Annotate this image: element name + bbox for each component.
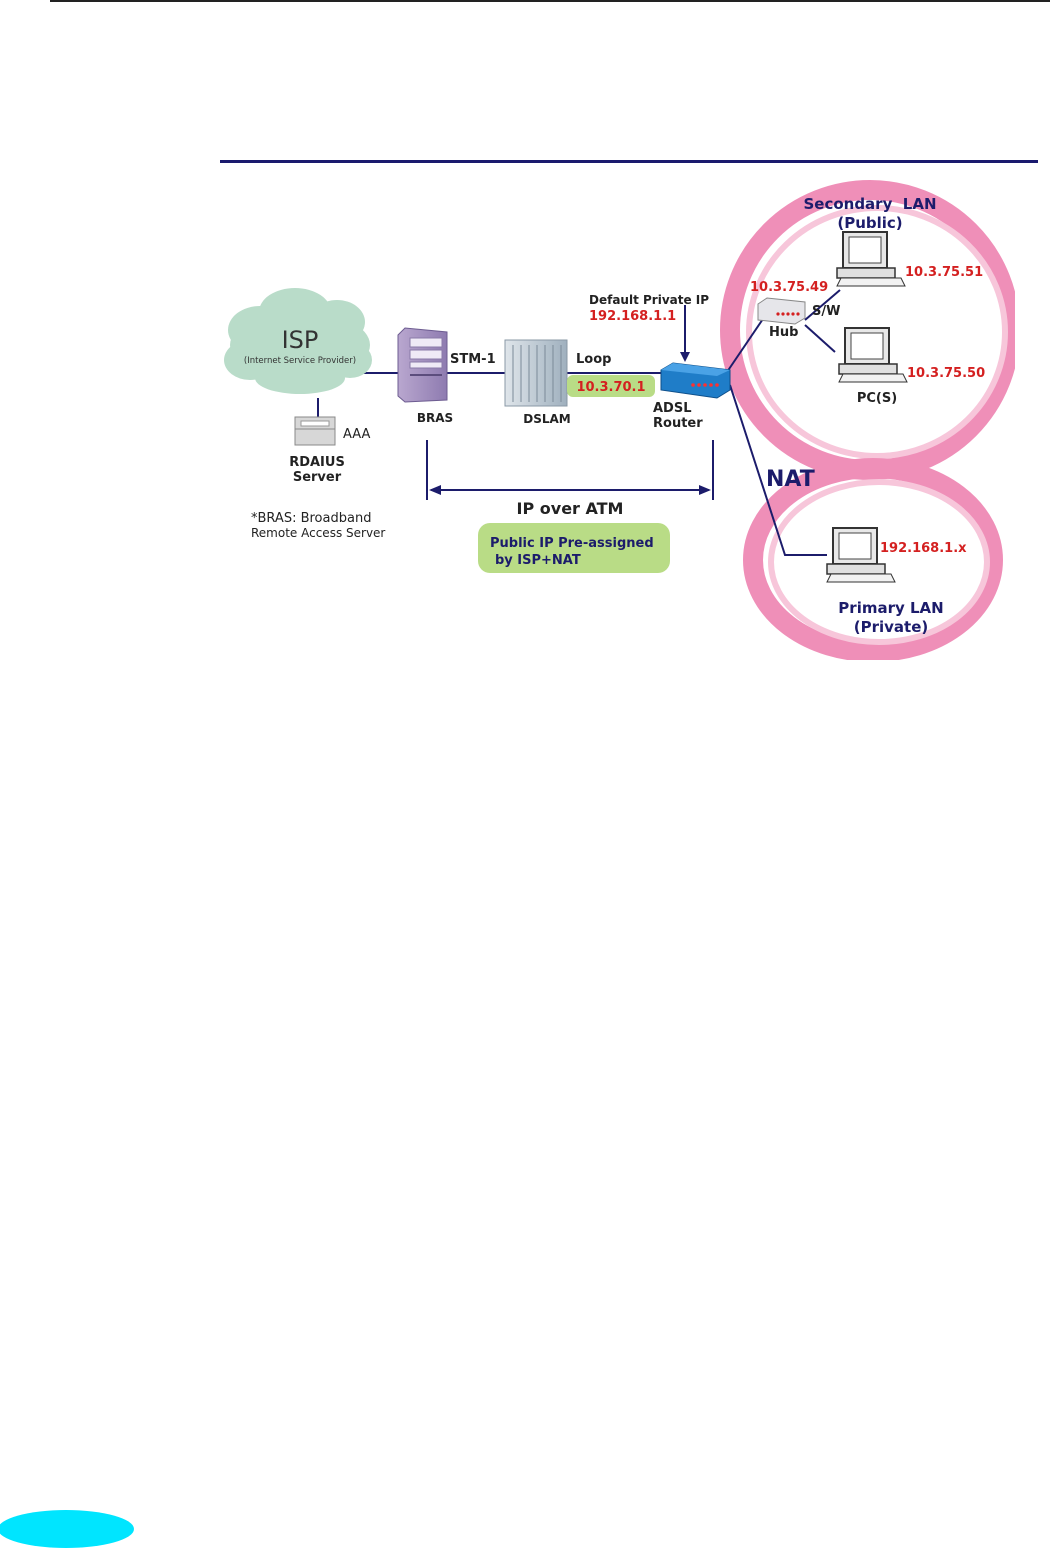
dslam-icon: [504, 339, 568, 407]
bras-label: BRAS: [417, 411, 453, 425]
pc-top-icon: [836, 231, 906, 287]
default-ip-label: Default Private IP: [589, 293, 709, 307]
pcs-label: PC(S): [857, 391, 897, 406]
nat-label: NAT: [766, 467, 815, 492]
isp-title: ISP: [282, 326, 319, 354]
radius-label-line1: RDAIUS: [289, 455, 345, 470]
default-ip-value: 192.168.1.1: [589, 309, 676, 324]
pc-private-icon: [826, 527, 896, 583]
bras-note-line2: Remote Access Server: [251, 526, 385, 540]
router-label-line2: Router: [653, 416, 703, 431]
secondary-lan-title: Secondary LAN: [803, 195, 936, 213]
arrow-left-icon: [429, 485, 441, 495]
secondary-lan-subtitle: (Public): [837, 214, 902, 232]
connection-lines: [317, 289, 841, 556]
radius-server-icon: [294, 416, 336, 446]
public-ip-box: [478, 523, 670, 573]
sw-ip: 10.3.75.49: [750, 280, 828, 295]
primary-lan-zone: [743, 458, 1003, 660]
router-label-line1: ADSL: [653, 401, 692, 416]
public-ip-line2: by ISP+NAT: [495, 553, 581, 568]
header-rule: [50, 0, 1050, 2]
page-number-badge: [0, 1510, 134, 1548]
loop-label: Loop: [576, 352, 611, 367]
adsl-router-icon: [660, 362, 731, 399]
primary-lan-title: Primary LAN: [838, 599, 943, 617]
public-ip-line1: Public IP Pre-assigned: [490, 536, 654, 551]
isp-subtitle: (Internet Service Provider): [244, 356, 356, 366]
network-diagram: ISP (Internet Service Provider) AAA RDAI…: [224, 180, 1015, 660]
stm-label: STM-1: [450, 352, 496, 367]
pc-bottom-ip: 10.3.75.50: [907, 366, 985, 381]
loop-ip-box: [567, 375, 655, 397]
ip-over-atm-span: [426, 440, 714, 500]
sw-label: S/W: [812, 304, 840, 319]
primary-lan-subtitle: (Private): [854, 618, 929, 636]
bras-server-icon: [397, 327, 448, 403]
section-divider: [220, 160, 1038, 163]
ip-over-atm-label: IP over ATM: [517, 499, 624, 518]
hub-icon: [757, 297, 806, 325]
dslam-label: DSLAM: [523, 412, 570, 426]
pc-bottom-icon: [838, 327, 908, 383]
arrow-head-default-ip: [680, 352, 690, 362]
pc-top-ip: 10.3.75.51: [905, 265, 983, 280]
bras-note-line1: *BRAS: Broadband: [251, 511, 371, 526]
loop-ip: 10.3.70.1: [576, 380, 645, 395]
radius-label-line2: Server: [293, 470, 342, 485]
arrow-right-icon: [699, 485, 711, 495]
private-ip: 192.168.1.x: [880, 541, 967, 556]
isp-cloud-icon: [224, 288, 372, 394]
aaa-label: AAA: [343, 427, 371, 442]
hub-label: Hub: [769, 325, 798, 340]
